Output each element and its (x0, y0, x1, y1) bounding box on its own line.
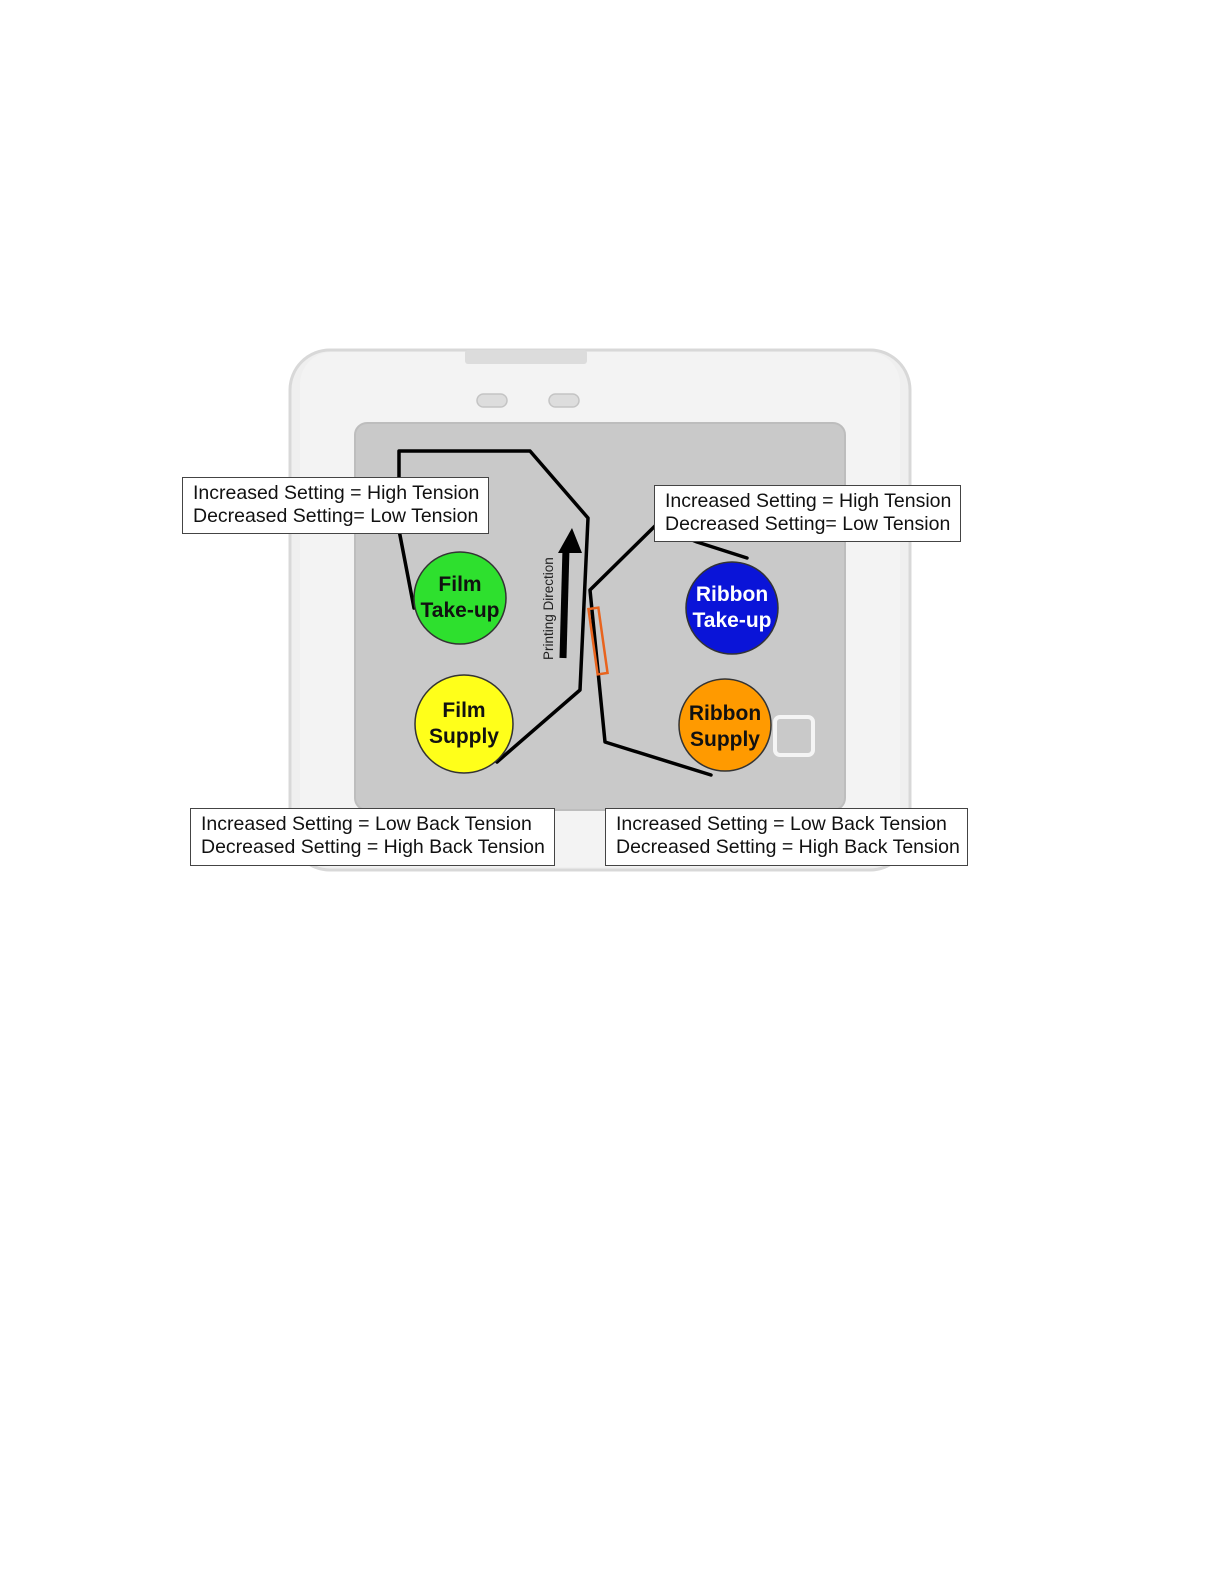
film-supply-spool (414, 674, 514, 774)
film-supply-label-line2: Supply (428, 725, 499, 748)
ribbon-takeup-label-line2: Take-up (692, 609, 772, 632)
printing-direction-arrow: Printing Direction (541, 528, 582, 660)
printer-top-slot (465, 350, 587, 364)
ribbon-takeup-spool (685, 561, 779, 655)
ribbon-supply-spool (678, 678, 772, 772)
film-supply-label-line1: Film (442, 699, 486, 722)
ribbon-supply-tension-callout: Increased Setting = Low Back Tension Dec… (605, 808, 968, 866)
film-takeup-label-line2: Take-up (420, 599, 500, 622)
ribbon-supply-callout-line1: Increased Setting = Low Back Tension (616, 813, 947, 835)
ribbon-supply-callout-line2: Decreased Setting = High Back Tension (616, 836, 960, 858)
ribbon-takeup-callout-line2: Decreased Setting= Low Tension (665, 513, 951, 535)
ribbon-supply-label-line2: Supply (689, 728, 760, 751)
ribbon-supply-label: Ribbon Supply (675, 699, 775, 755)
ribbon-supply-label-line1: Ribbon (688, 702, 762, 725)
direction-arrow-head (558, 528, 582, 553)
printer-body (288, 348, 912, 872)
film-takeup-callout-line2: Decreased Setting= Low Tension (193, 505, 479, 527)
spools (413, 551, 779, 774)
film-supply-tension-callout: Increased Setting = Low Back Tension Dec… (190, 808, 555, 866)
film-takeup-label-line1: Film (438, 573, 482, 596)
printer-button-left (476, 393, 508, 408)
film-supply-callout-line1: Increased Setting = Low Back Tension (201, 813, 532, 835)
film-takeup-label: Film Take-up (410, 560, 510, 636)
film-supply-label: Film Supply (414, 696, 514, 752)
film-takeup-spool (413, 551, 507, 645)
ribbon-takeup-tension-callout: Increased Setting = High Tension Decreas… (654, 485, 961, 542)
ribbon-takeup-label-line1: Ribbon (695, 583, 769, 606)
printer-button-right (548, 393, 580, 408)
direction-label: Printing Direction (541, 557, 556, 660)
ribbon-takeup-label: Ribbon Take-up (682, 580, 782, 636)
film-takeup-callout-line1: Increased Setting = High Tension (193, 482, 480, 504)
printer-panel-latch (773, 715, 815, 757)
direction-arrow-shaft (559, 547, 570, 659)
ribbon-takeup-callout-line1: Increased Setting = High Tension (665, 490, 952, 512)
ribbon-path (588, 523, 749, 777)
film-takeup-tension-callout: Increased Setting = High Tension Decreas… (182, 477, 489, 534)
film-supply-callout-line2: Decreased Setting = High Back Tension (201, 836, 545, 858)
print-head (587, 606, 609, 676)
